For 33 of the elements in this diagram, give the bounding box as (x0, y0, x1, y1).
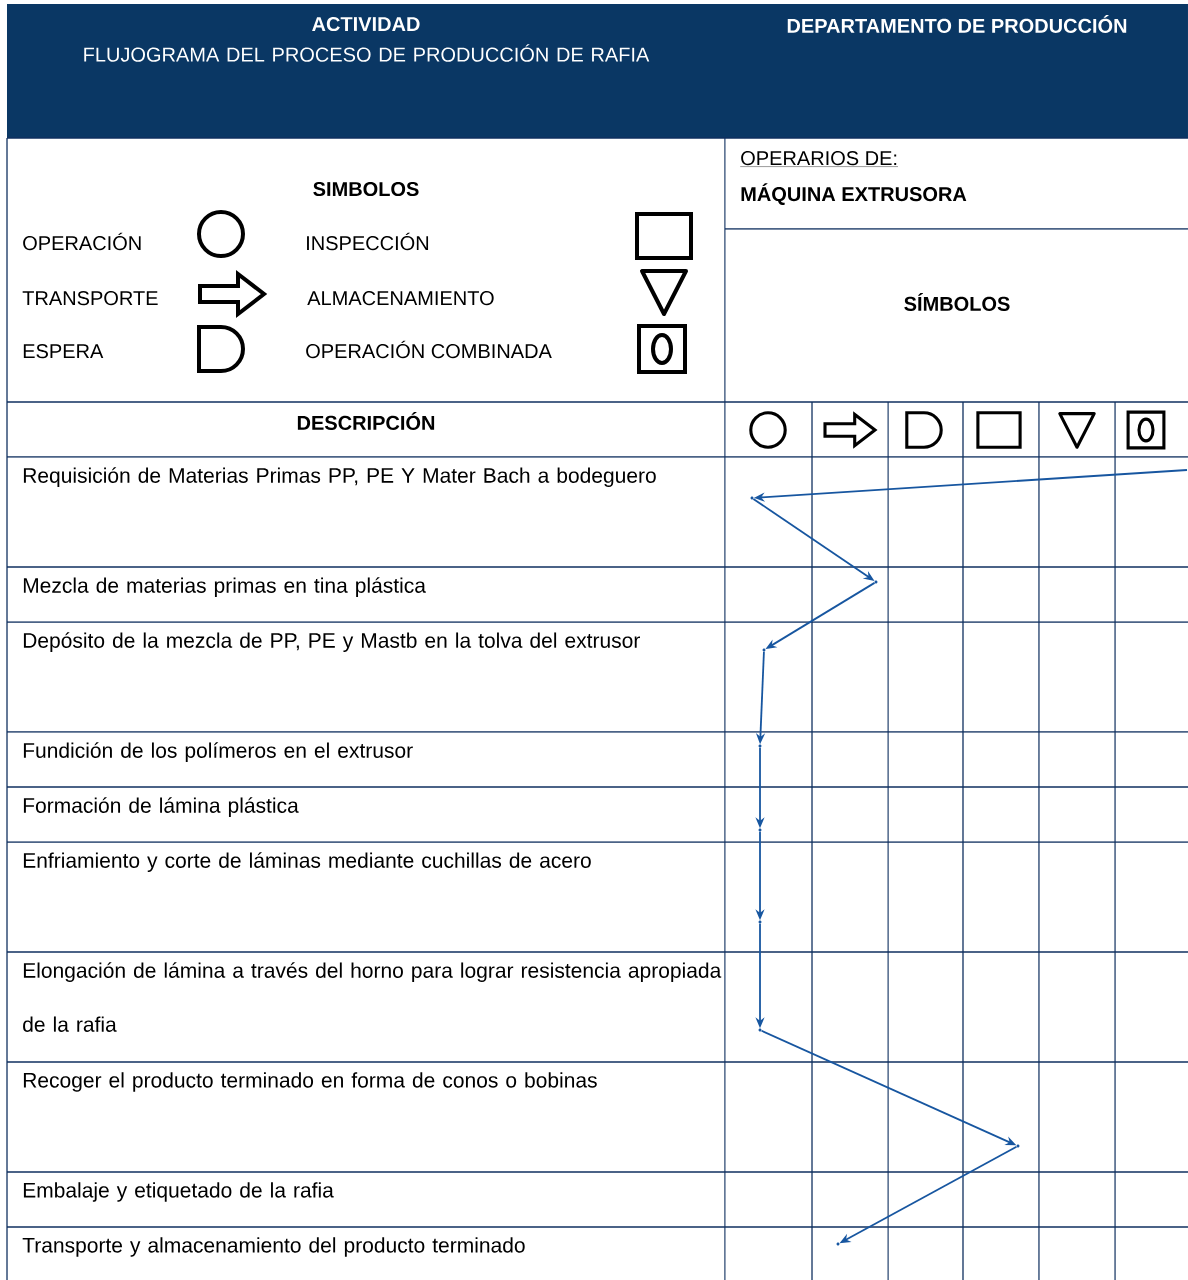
step-description: Mezcla de materias primas en tina plástica (23, 577, 426, 598)
step-description: Recoger el producto terminado en forma de conos o bobinas (23, 1072, 597, 1092)
field-label: OPERARIOS DE: (740, 151, 899, 167)
legend-label: ALMACENAMIENTO (307, 291, 494, 306)
flow-point (874, 580, 878, 584)
header-text: DEPARTAMENTO DE PRODUCCIÓN (787, 15, 1127, 33)
flow-point (836, 1242, 840, 1246)
flow-point (762, 648, 766, 652)
legend-label: OPERACIÓN COMBINADA (306, 340, 552, 359)
step-description: Formación de lámina plástica (23, 797, 299, 818)
step-description: Requisición de Materias Primas PP, PE Y Mater Bach a bodeguero (23, 467, 656, 488)
flow-point (758, 744, 762, 748)
legend-label: INSPECCIÓN (307, 232, 429, 251)
flow-point (750, 496, 754, 500)
step-description: Enfriamiento y corte de láminas mediante cuchillas de acero (23, 852, 591, 873)
legend-label: ESPERA (23, 344, 104, 359)
step-description: Elongación de lámina a través del horno para lograr resistencia apropiada de la rafia (23, 962, 722, 1032)
legend-label: OPERACIÓN (23, 232, 141, 251)
step-description: Fundición de los polímeros en el extrusor (23, 742, 413, 763)
flow-point (1016, 1144, 1020, 1148)
header-text: ACTIVIDAD (312, 16, 420, 32)
section-heading: SÍMBOLOS (904, 293, 1010, 311)
header-text: FLUJOGRAMA DEL PROCESO DE PRODUCCIÓN DE RAFIA (84, 44, 650, 62)
legend-label: TRANSPORTE (22, 291, 158, 306)
flow-point (758, 1028, 762, 1032)
column-heading: DESCRIPCIÓN (297, 412, 435, 430)
step-description: Embalaje y etiquetado de la rafia (23, 1182, 334, 1202)
field-value: MÁQUINA EXTRUSORA (741, 183, 967, 205)
flow-point (758, 920, 762, 924)
step-description: Transporte y almacenamiento del producto terminado (22, 1237, 525, 1257)
section-heading: SIMBOLOS (313, 181, 419, 197)
flow-point (758, 828, 762, 832)
step-description: Depósito de la mezcla de PP, PE y Mastb en la tolva del extrusor (23, 632, 640, 653)
